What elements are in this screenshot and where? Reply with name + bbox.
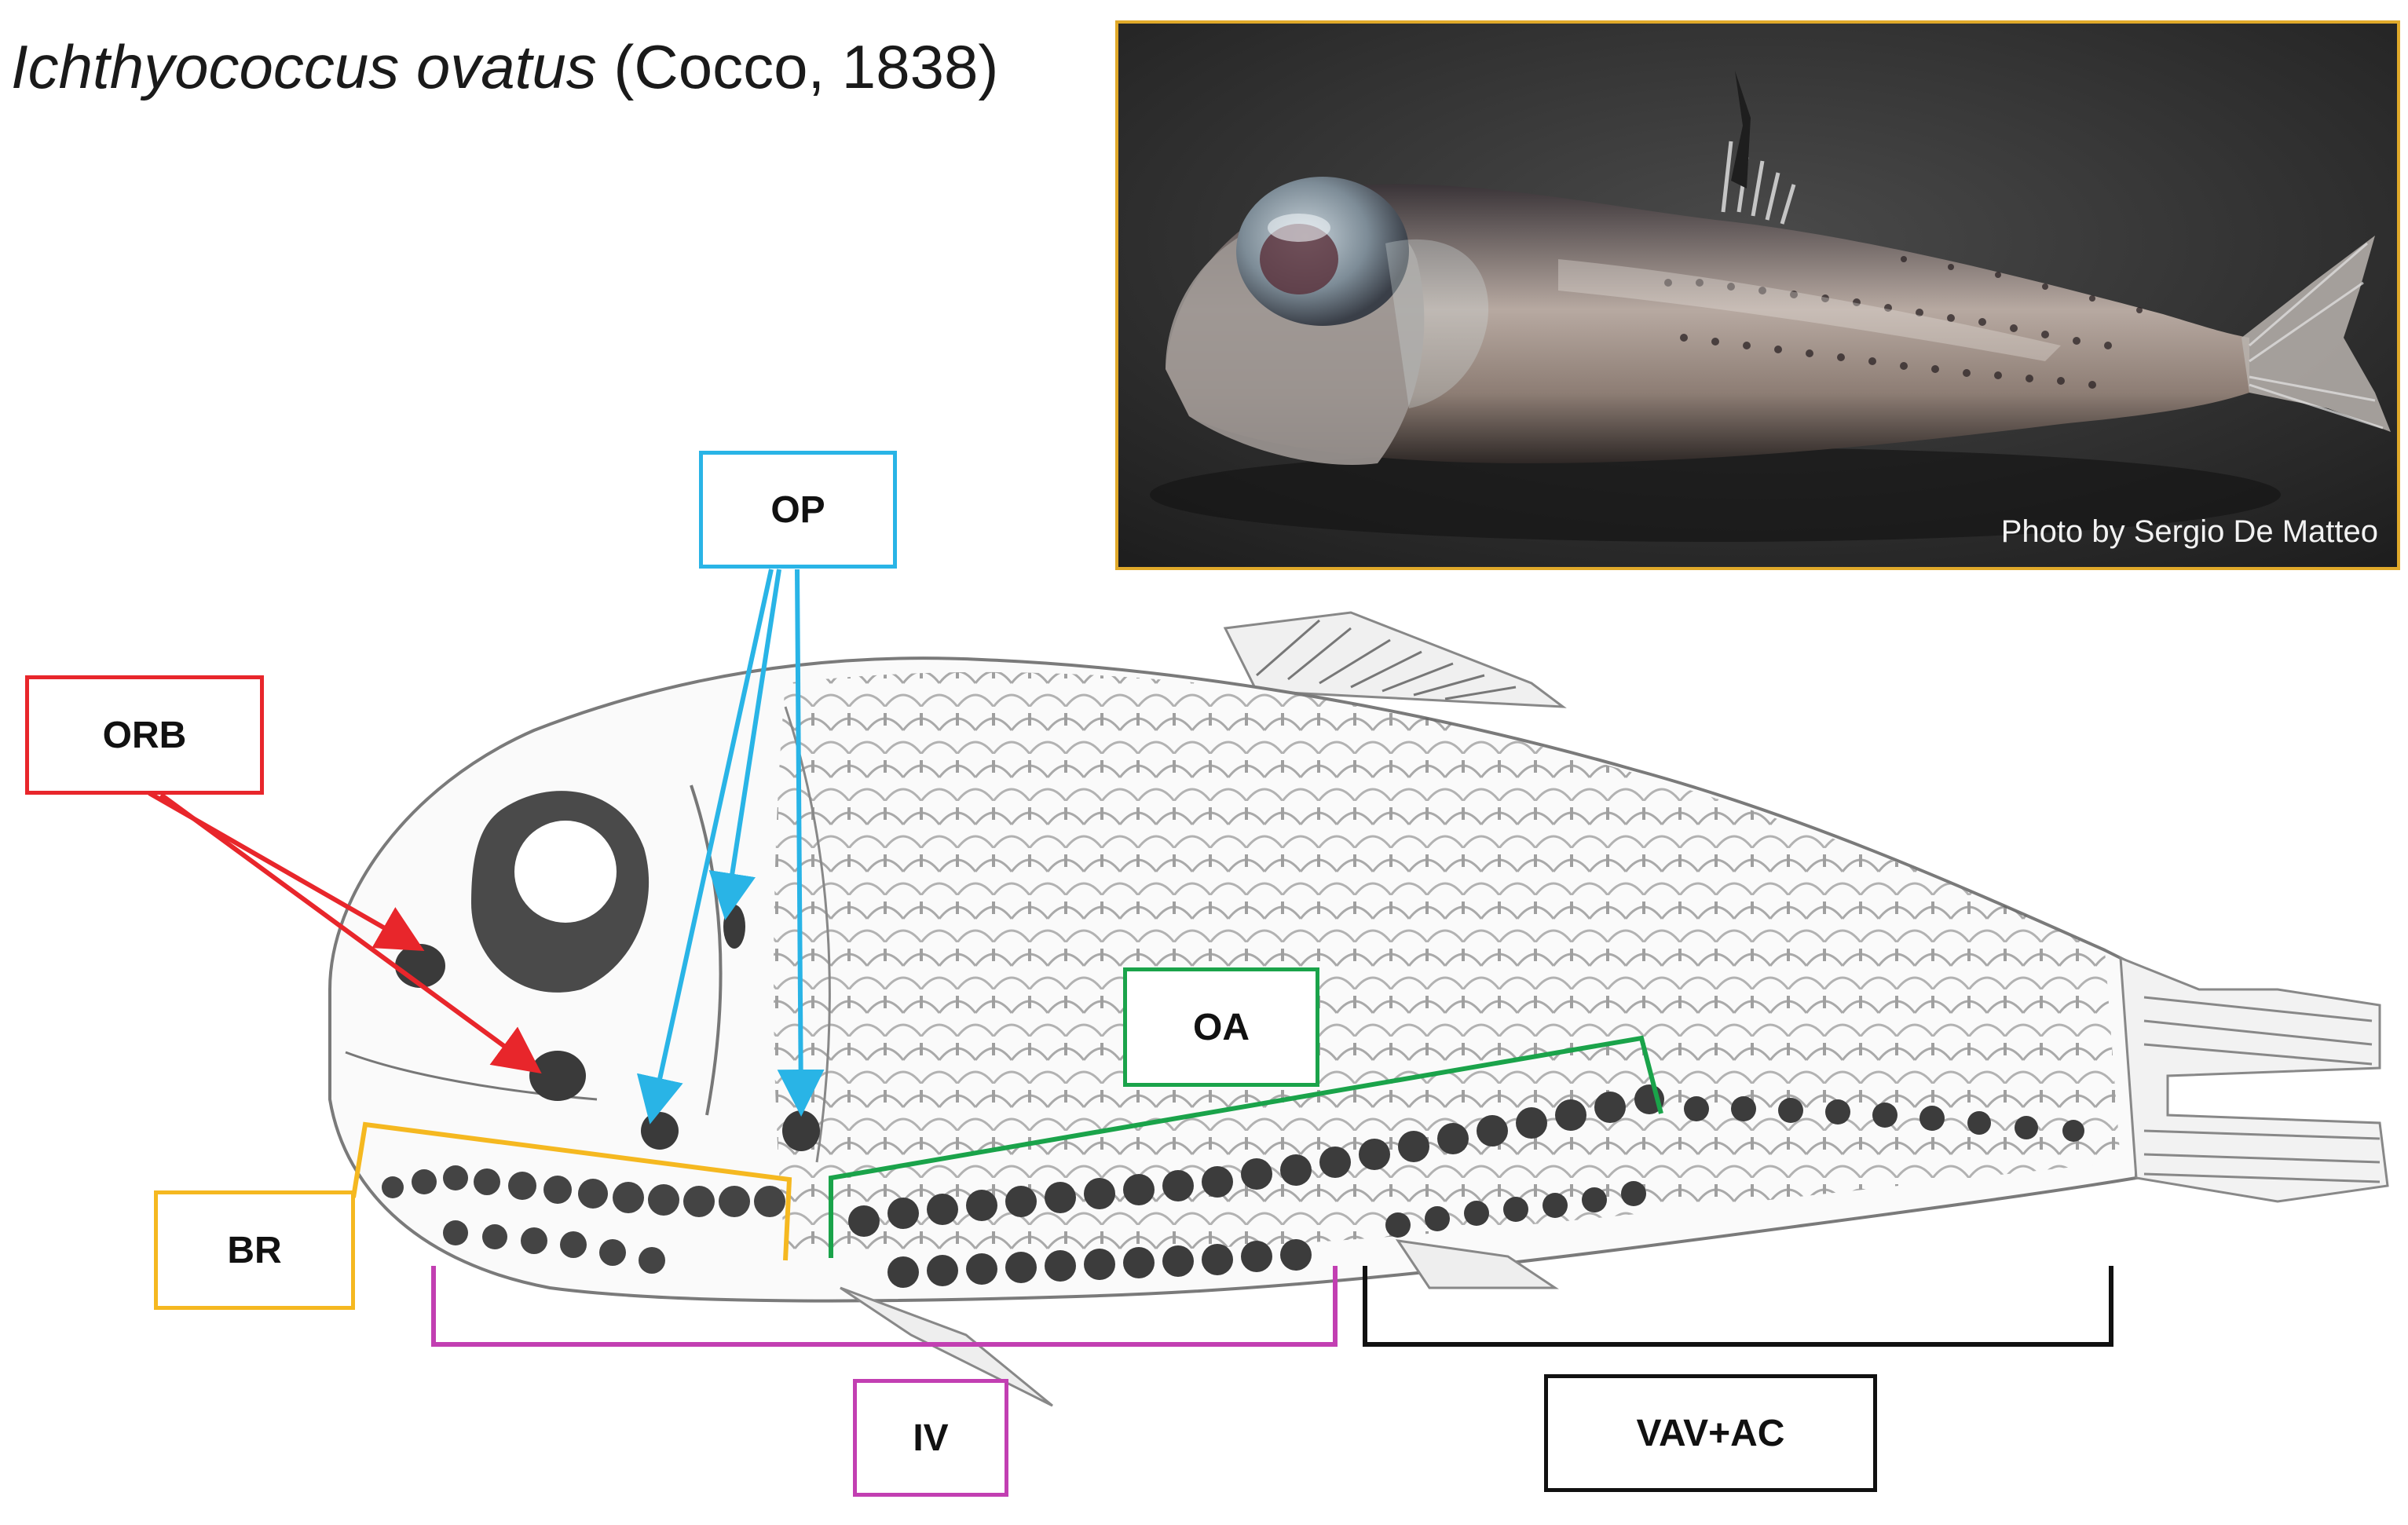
vav-ac-bracket — [1363, 1266, 2113, 1347]
op-label: OP — [699, 451, 897, 569]
br-bracket — [308, 1121, 792, 1261]
op-connectors — [636, 569, 825, 1125]
br-label: BR — [154, 1190, 355, 1310]
iv-label: IV — [853, 1379, 1008, 1497]
photo-credit: Photo by Sergio De Matteo — [2001, 514, 2378, 549]
figure-title: Ichthyococcus ovatus (Cocco, 1838) — [11, 31, 998, 103]
iv-bracket — [431, 1266, 1338, 1347]
oa-label: OA — [1123, 967, 1319, 1087]
orb-label: ORB — [25, 675, 264, 795]
orb-connectors — [148, 791, 542, 1074]
species-name: Ichthyococcus ovatus — [11, 32, 597, 101]
vav-ac-label: VAV+AC — [1544, 1374, 1877, 1492]
specimen-photo-image: Photo by Sergio De Matteo — [1118, 24, 2397, 567]
specimen-photo: Photo by Sergio De Matteo — [1115, 20, 2400, 570]
species-author: (Cocco, 1838) — [613, 32, 999, 101]
fish-body-drawing — [328, 611, 2389, 1407]
